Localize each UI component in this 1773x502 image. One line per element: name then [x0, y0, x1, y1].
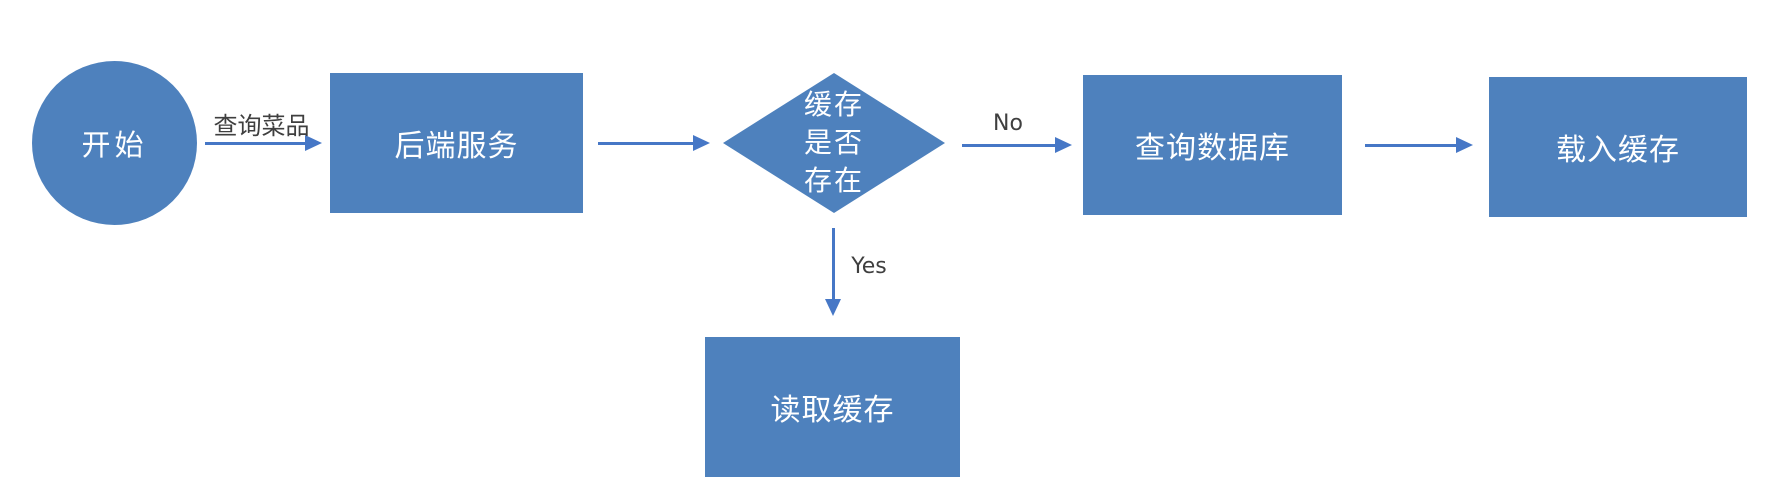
arrow-start-to-backend [205, 135, 322, 151]
read-cache-node-label: 读取缓存 [770, 393, 895, 428]
start-node-label: 开始 [81, 128, 148, 162]
arrow-shaft [1365, 144, 1460, 147]
arrowhead-right-icon [693, 135, 710, 151]
start-node: 开始 [32, 61, 197, 225]
cache-exists-decision-node: 缓存 是否 存在 [723, 73, 945, 213]
edge-label-yes: Yes [851, 254, 887, 279]
arrowhead-right-icon [1456, 137, 1473, 153]
arrowhead-down-icon [825, 299, 841, 316]
cache-exists-decision-label: 缓存 是否 存在 [803, 88, 864, 197]
edge-label-query-dish: 查询菜品 [213, 112, 310, 140]
arrow-querydb-to-loadcache [1365, 137, 1473, 153]
arrow-decision-to-readcache [825, 228, 841, 316]
query-database-node-label: 查询数据库 [1135, 131, 1290, 166]
query-database-node: 查询数据库 [1083, 75, 1342, 215]
arrow-shaft [598, 142, 697, 145]
arrowhead-right-icon [305, 135, 322, 151]
read-cache-node: 读取缓存 [705, 337, 960, 477]
load-cache-node: 载入缓存 [1489, 77, 1747, 217]
backend-service-node: 后端服务 [330, 73, 583, 213]
backend-service-node-label: 后端服务 [394, 129, 519, 164]
arrow-decision-to-querydb [962, 137, 1072, 153]
arrow-shaft [962, 144, 1059, 147]
arrow-shaft [832, 228, 835, 303]
load-cache-node-label: 载入缓存 [1556, 133, 1680, 168]
arrow-shaft [205, 142, 309, 145]
arrow-backend-to-decision [598, 135, 710, 151]
arrowhead-right-icon [1055, 137, 1072, 153]
edge-label-no: No [993, 111, 1023, 136]
